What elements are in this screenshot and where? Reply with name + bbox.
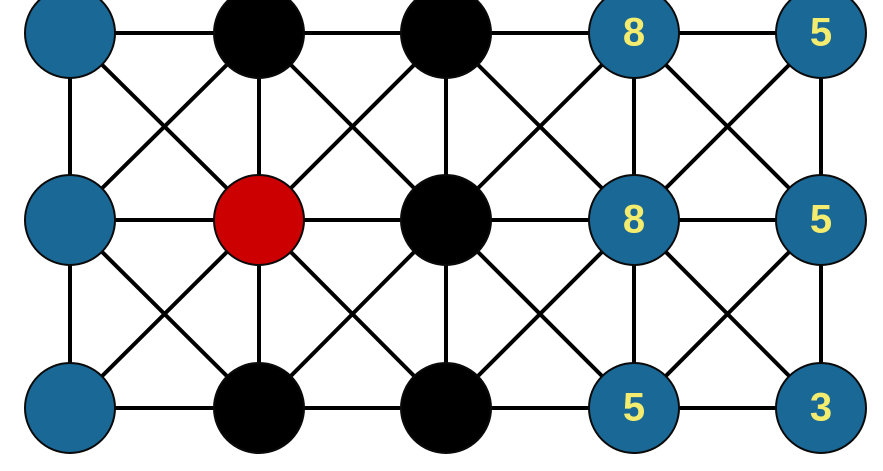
node-circle xyxy=(588,0,680,79)
node-circle xyxy=(588,362,680,454)
node-label: 8 xyxy=(623,11,645,55)
node-r2c4-blue[interactable]: 8 xyxy=(588,174,680,266)
node-r3c3-black[interactable] xyxy=(400,362,492,454)
node-r1c4-blue[interactable]: 8 xyxy=(588,0,680,79)
node-r2c2-red[interactable] xyxy=(213,174,305,266)
node-label: 5 xyxy=(810,198,832,242)
node-label: 3 xyxy=(810,386,832,430)
node-layer: 8 5 8 5 5 3 xyxy=(24,0,867,454)
node-r1c2-black[interactable] xyxy=(213,0,305,79)
node-circle xyxy=(775,0,867,79)
node-r3c1-blue[interactable] xyxy=(24,362,116,454)
node-circle xyxy=(775,174,867,266)
node-r2c5-blue[interactable]: 5 xyxy=(775,174,867,266)
node-r3c2-black[interactable] xyxy=(213,362,305,454)
node-circle xyxy=(400,0,492,79)
node-r3c5-blue[interactable]: 3 xyxy=(775,362,867,454)
node-circle xyxy=(775,362,867,454)
node-r1c1-blue[interactable] xyxy=(24,0,116,79)
node-label: 8 xyxy=(623,198,645,242)
node-circle xyxy=(24,174,116,266)
node-r1c5-blue[interactable]: 5 xyxy=(775,0,867,79)
node-circle xyxy=(213,174,305,266)
node-circle xyxy=(213,0,305,79)
node-label: 5 xyxy=(810,11,832,55)
node-r2c3-black[interactable] xyxy=(400,174,492,266)
node-circle xyxy=(213,362,305,454)
node-r2c1-blue[interactable] xyxy=(24,174,116,266)
node-r3c4-blue[interactable]: 5 xyxy=(588,362,680,454)
node-circle xyxy=(400,362,492,454)
node-circle xyxy=(400,174,492,266)
node-label: 5 xyxy=(623,386,645,430)
node-circle xyxy=(24,0,116,79)
node-r1c3-black[interactable] xyxy=(400,0,492,79)
node-circle xyxy=(24,362,116,454)
node-circle xyxy=(588,174,680,266)
